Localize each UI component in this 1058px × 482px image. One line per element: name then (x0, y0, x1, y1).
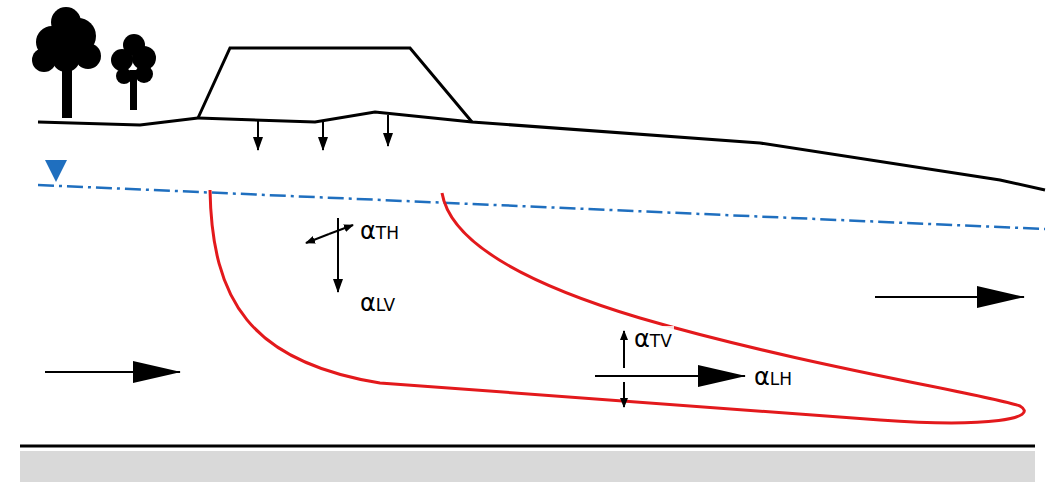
trees (32, 7, 156, 118)
water-table (38, 185, 1045, 229)
dispersivity-arrows (306, 218, 745, 407)
ground-surface (38, 118, 198, 125)
embankment (198, 48, 472, 122)
aquifer-base (20, 445, 1035, 448)
ground-surface (198, 112, 1045, 190)
contaminant-plume (210, 190, 1024, 423)
infiltration-arrows (258, 115, 388, 150)
dispersivity-label: αLV (358, 290, 397, 316)
flow-arrow (875, 296, 1024, 298)
dispersivity-label: αTH (358, 218, 401, 244)
water-table-symbol (45, 160, 67, 182)
flow-arrow (45, 371, 180, 373)
dispersivity-label: αTV (632, 326, 674, 352)
dispersivity-label: αLH (752, 364, 794, 390)
aquitard-band (20, 451, 1035, 482)
